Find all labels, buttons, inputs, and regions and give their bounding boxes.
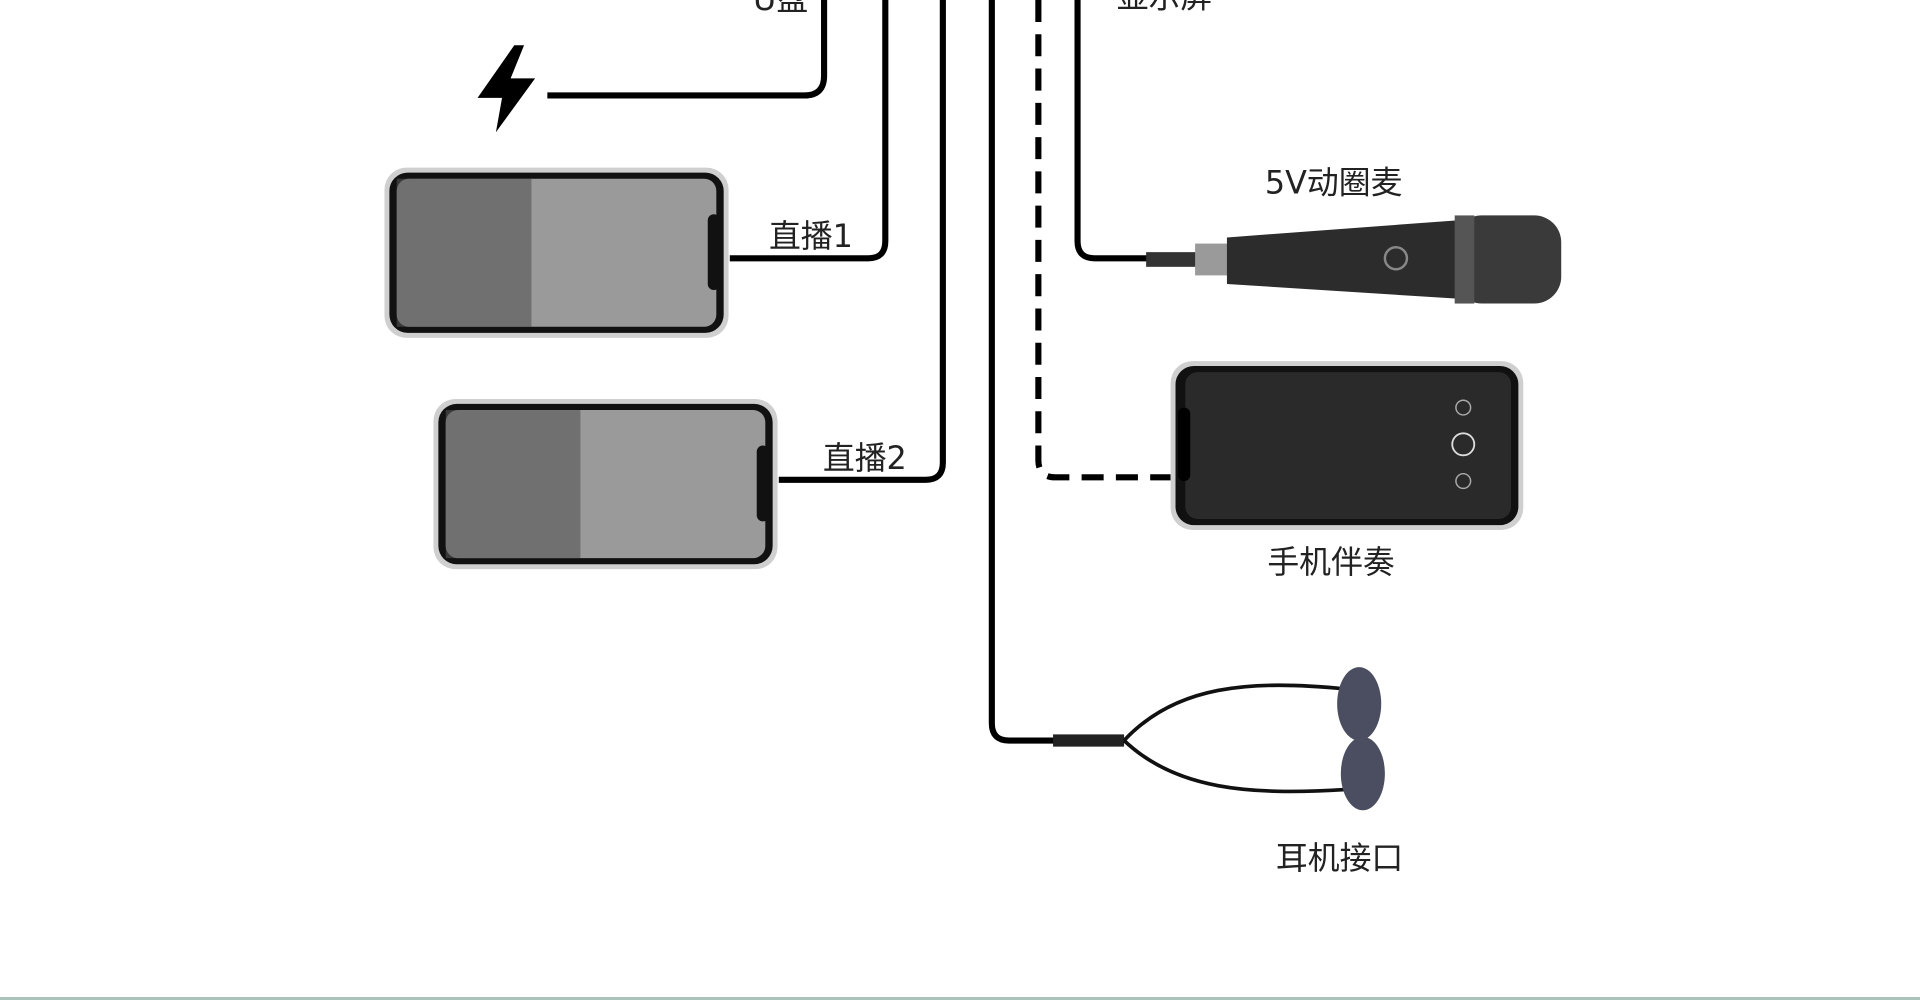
accompaniment-dashed-wire bbox=[1035, 0, 1171, 481]
live-phone-1 bbox=[384, 167, 729, 338]
headphone-wire bbox=[988, 0, 1056, 744]
label-live2: 直播2 bbox=[823, 439, 907, 477]
accompaniment-phone bbox=[1170, 361, 1524, 530]
label-dynamic-mic: 5V动圈麦 bbox=[1265, 163, 1403, 201]
label-phone-accompaniment: 手机伴奏 bbox=[1267, 543, 1394, 581]
label-usb-drive: U盘 bbox=[753, 0, 808, 18]
dynamic-microphone bbox=[1146, 215, 1562, 304]
label-headphone-jack: 耳机接口 bbox=[1276, 839, 1403, 877]
power-lightning-icon bbox=[477, 45, 536, 133]
usb-wire bbox=[547, 0, 828, 99]
live1-wire bbox=[729, 0, 889, 262]
label-display: 显示屏 bbox=[1117, 0, 1213, 15]
mic-wire bbox=[1074, 0, 1152, 262]
live2-wire bbox=[778, 0, 946, 483]
bottom-divider bbox=[0, 997, 1920, 1000]
label-live1: 直播1 bbox=[769, 217, 853, 255]
earphones bbox=[1053, 667, 1385, 811]
live-phone-2 bbox=[433, 399, 778, 570]
